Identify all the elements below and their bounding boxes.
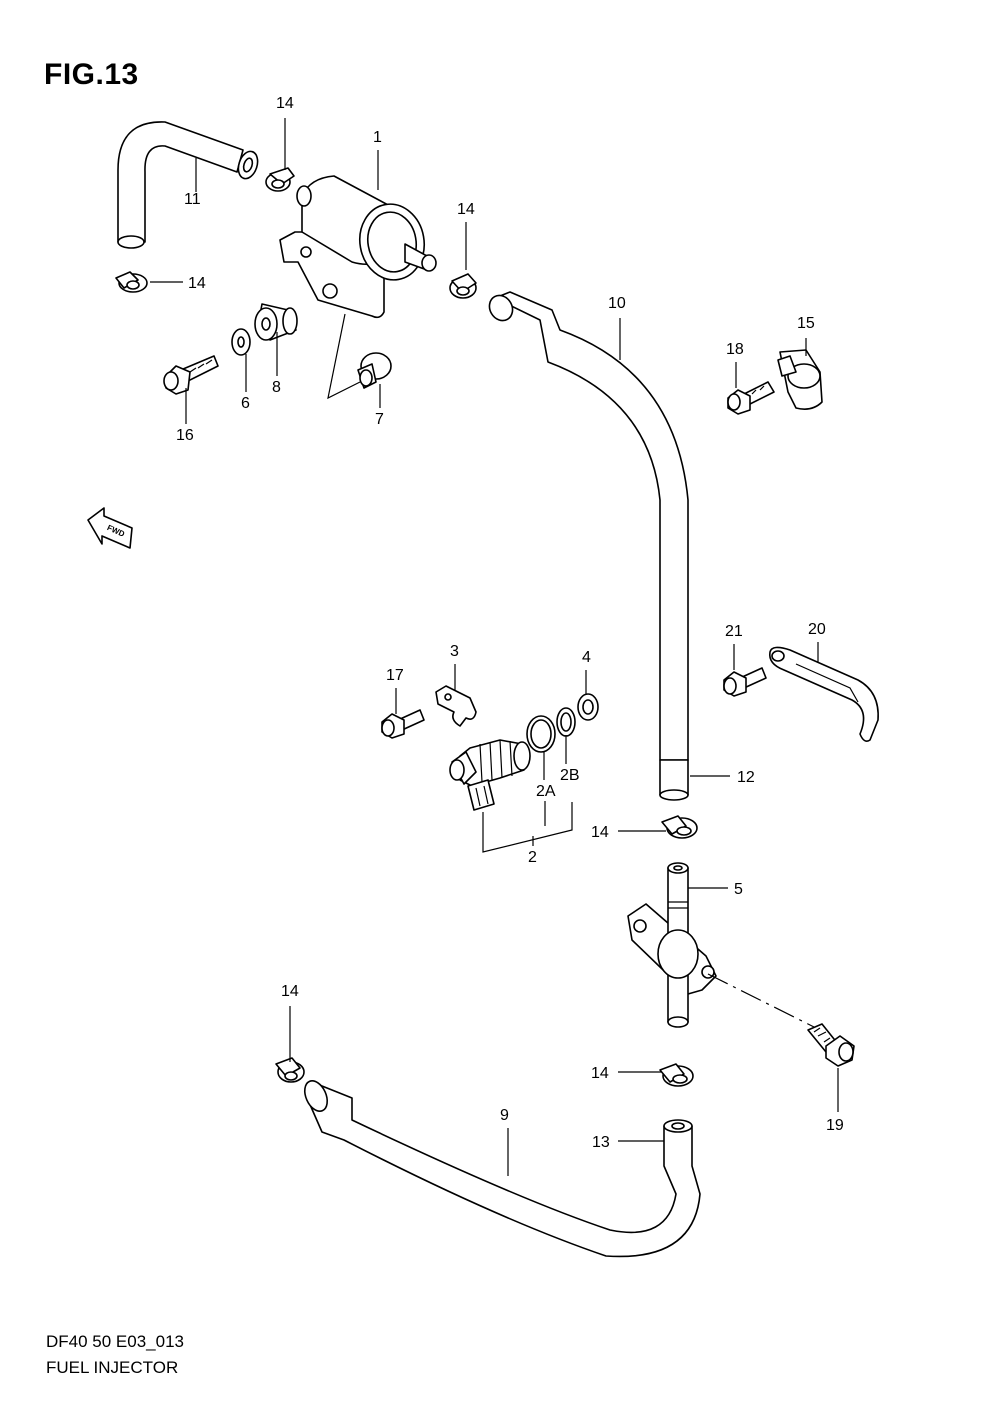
fitting-5[interactable]: [627, 862, 717, 1028]
hose-10[interactable]: [485, 291, 689, 801]
callout-14-f: 14: [591, 1065, 609, 1082]
bracket-20[interactable]: [768, 646, 879, 742]
clamp-14-bottom-right[interactable]: [659, 1063, 694, 1087]
callout-2A: 2A: [536, 783, 556, 800]
callout-2B: 2B: [560, 767, 580, 784]
callout-5: 5: [734, 881, 743, 898]
callout-14-b: 14: [188, 275, 206, 292]
grommet-8[interactable]: [254, 303, 298, 341]
callout-14-e: 14: [281, 983, 299, 1000]
clip-15[interactable]: [777, 349, 823, 410]
callout-11: 11: [184, 191, 201, 208]
figure-title: FIG.13: [44, 58, 139, 91]
callout-7: 7: [375, 411, 384, 428]
callout-18: 18: [726, 341, 744, 358]
clamp-14-lower-left[interactable]: [275, 1057, 305, 1083]
hose-11[interactable]: [117, 121, 261, 249]
diagram-name: FUEL INJECTOR: [46, 1358, 179, 1377]
callout-14-c: 14: [457, 201, 475, 218]
injector-2[interactable]: [449, 739, 531, 811]
callout-12: 12: [737, 769, 755, 786]
bolt-16[interactable]: [163, 355, 219, 395]
callout-21: 21: [725, 623, 743, 640]
leader-5-19: [707, 973, 821, 1031]
clamp-14-lower-right[interactable]: [661, 815, 698, 839]
diagram-code: DF40 50 E03_013: [46, 1332, 184, 1351]
callout-14-a: 14: [276, 95, 294, 112]
leader-bracket: [327, 313, 361, 400]
callout-14-d: 14: [591, 824, 609, 841]
bolt-18[interactable]: [727, 381, 775, 415]
collar-7[interactable]: [357, 352, 392, 389]
callout-3: 3: [450, 643, 459, 660]
callout-1: 1: [373, 129, 382, 146]
leader-lines: [150, 118, 839, 1176]
plate-3[interactable]: [435, 685, 477, 727]
callout-6: 6: [241, 395, 250, 412]
clamp-14-top[interactable]: [265, 167, 295, 192]
callout-13: 13: [592, 1134, 610, 1151]
callout-10: 10: [608, 295, 626, 312]
o-ring-4[interactable]: [577, 693, 599, 721]
bolt-17[interactable]: [381, 709, 425, 739]
clamp-14-mid[interactable]: [449, 273, 477, 299]
fwd-arrow-icon: FWD: [87, 507, 133, 549]
o-ring-2A[interactable]: [526, 715, 556, 753]
callout-8: 8: [272, 379, 281, 396]
o-ring-2B[interactable]: [556, 707, 576, 737]
callout-20: 20: [808, 621, 826, 638]
bolt-21[interactable]: [723, 667, 767, 697]
fuel-filter-1[interactable]: [279, 175, 437, 319]
callout-9: 9: [500, 1107, 509, 1124]
callout-2: 2: [528, 849, 537, 866]
callout-4: 4: [582, 649, 591, 666]
callout-19: 19: [826, 1117, 844, 1134]
callout-17: 17: [386, 667, 404, 684]
callout-labels: 1 14 11 14 14 10 15 18 8 6 16 7 21 20 3 …: [176, 95, 844, 1151]
leader-2: [482, 801, 573, 853]
clamp-14-left[interactable]: [115, 271, 148, 293]
callout-15: 15: [797, 315, 815, 332]
bolt-19[interactable]: [807, 1023, 855, 1067]
hose-9[interactable]: [300, 1077, 701, 1258]
washer-6[interactable]: [231, 328, 251, 356]
callout-16: 16: [176, 427, 194, 444]
